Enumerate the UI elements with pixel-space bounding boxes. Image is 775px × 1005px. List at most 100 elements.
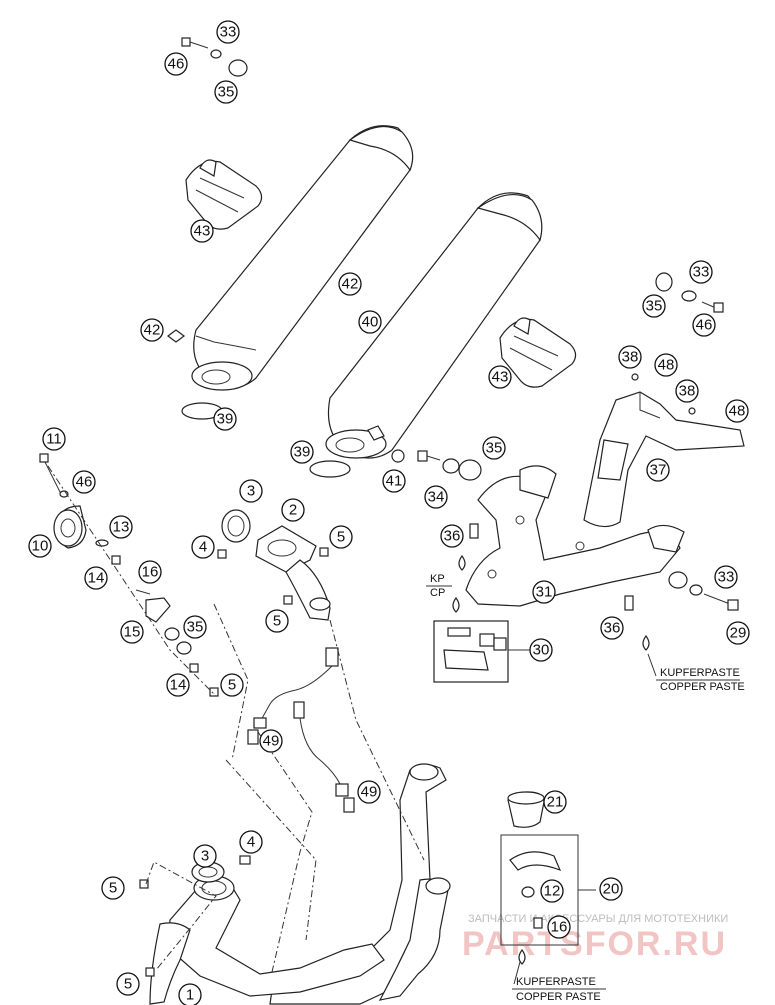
grommet-35-a xyxy=(228,59,248,77)
bolt-36-a xyxy=(469,523,479,539)
callout-5-a: 5 xyxy=(329,525,353,549)
callout-14-a: 14 xyxy=(84,566,108,590)
clamp-20 xyxy=(509,851,562,872)
callout-16-a: 16 xyxy=(138,560,162,584)
screw-38-a xyxy=(631,373,639,381)
svg-text:34: 34 xyxy=(428,489,445,506)
muffler-40 xyxy=(325,192,543,459)
svg-text:5: 5 xyxy=(109,880,117,897)
svg-text:35: 35 xyxy=(646,298,663,315)
svg-text:39: 39 xyxy=(294,444,311,461)
svg-text:46: 46 xyxy=(696,317,713,334)
callout-1: 1 xyxy=(178,983,202,1005)
svg-text:48: 48 xyxy=(658,357,675,374)
washer-33-b xyxy=(681,290,697,302)
callout-35-b: 35 xyxy=(642,294,666,318)
callout-39-a: 39 xyxy=(213,407,237,431)
note-copper-paste-b: COPPER PASTE xyxy=(516,991,601,1003)
callout-38-b: 38 xyxy=(675,379,699,403)
flange-2 xyxy=(255,525,331,621)
svg-text:42: 42 xyxy=(144,322,161,339)
svg-text:33: 33 xyxy=(718,569,735,586)
svg-text:4: 4 xyxy=(247,834,255,851)
bolt-11-head xyxy=(39,453,49,463)
callout-12: 12 xyxy=(540,879,564,903)
svg-text:39: 39 xyxy=(217,411,234,428)
bolt-34 xyxy=(417,450,441,462)
gasket-39-b xyxy=(309,460,351,478)
svg-text:43: 43 xyxy=(194,223,211,240)
svg-text:35: 35 xyxy=(187,619,204,636)
svg-text:43: 43 xyxy=(492,369,509,386)
callout-46-b: 46 xyxy=(692,313,716,337)
callout-43-a: 43 xyxy=(190,219,214,243)
callout-33-b: 33 xyxy=(689,260,713,284)
callout-33-c: 33 xyxy=(714,565,738,589)
stud-4-b xyxy=(239,855,251,865)
callout-2: 2 xyxy=(281,498,305,522)
svg-text:37: 37 xyxy=(650,462,667,479)
svg-text:35: 35 xyxy=(486,440,503,457)
nut-14-a xyxy=(111,555,121,565)
callout-21: 21 xyxy=(543,790,567,814)
svg-text:35: 35 xyxy=(218,84,235,101)
header-pipes-1 xyxy=(149,763,451,1005)
svg-text:14: 14 xyxy=(88,570,105,587)
bolt-11 xyxy=(43,459,63,497)
watermark-caption: ЗАПЧАСТИ И АКСЕССУАРЫ ДЛЯ МОТОТЕХНИКИ xyxy=(468,913,728,925)
callout-36-a: 36 xyxy=(440,524,464,548)
svg-text:16: 16 xyxy=(142,564,159,581)
callout-35-d: 35 xyxy=(183,615,207,639)
nut-14-b xyxy=(189,663,199,673)
nut-5-d xyxy=(139,879,149,889)
svg-text:4: 4 xyxy=(199,539,207,556)
callout-13: 13 xyxy=(109,515,133,539)
bolt-16-a xyxy=(135,589,151,595)
note-copper-paste-a: COPPER PASTE xyxy=(660,681,745,693)
paste-drop-c xyxy=(642,634,650,651)
svg-text:48: 48 xyxy=(729,403,746,420)
note-cp: CP xyxy=(430,587,445,599)
callout-3-b: 3 xyxy=(193,844,217,868)
svg-text:5: 5 xyxy=(273,613,281,630)
grommet-35-c xyxy=(458,459,482,481)
nut-5-a xyxy=(319,547,329,557)
callout-5-d: 5 xyxy=(101,876,125,900)
nut-5-e xyxy=(145,967,155,977)
paste-drop-b xyxy=(452,596,460,613)
callout-14-b: 14 xyxy=(166,673,190,697)
bolt-46-a xyxy=(181,37,209,49)
svg-text:42: 42 xyxy=(342,276,359,293)
callout-16-b: 16 xyxy=(547,915,571,939)
washer-33-a xyxy=(210,49,222,59)
callout-4-b: 4 xyxy=(239,830,263,854)
grommet-35-b xyxy=(655,272,673,292)
callout-36-b: 36 xyxy=(600,616,624,640)
svg-text:10: 10 xyxy=(32,538,49,555)
o2-sensor-49-a xyxy=(247,647,339,745)
svg-text:11: 11 xyxy=(46,431,62,448)
svg-text:3: 3 xyxy=(247,483,255,500)
o2-sensor-49-b xyxy=(293,701,355,813)
svg-text:1: 1 xyxy=(186,987,194,1004)
bolt-29-shaft xyxy=(703,593,731,605)
svg-text:40: 40 xyxy=(362,314,379,331)
bolt-46-b xyxy=(701,301,724,313)
nut-42-b xyxy=(391,449,405,463)
callout-46-a: 46 xyxy=(164,52,188,76)
svg-text:29: 29 xyxy=(730,625,747,642)
svg-text:46: 46 xyxy=(76,474,93,491)
svg-text:46: 46 xyxy=(168,56,185,73)
grommet-35-f xyxy=(176,641,192,655)
callout-48-a: 48 xyxy=(654,353,678,377)
svg-text:38: 38 xyxy=(679,383,696,400)
callout-20: 20 xyxy=(599,877,623,901)
paste-drop-a xyxy=(458,554,466,571)
svg-text:5: 5 xyxy=(337,529,345,546)
callout-37: 37 xyxy=(646,458,670,482)
svg-text:31: 31 xyxy=(536,584,553,601)
callout-40: 40 xyxy=(358,310,382,334)
callout-48-b: 48 xyxy=(725,399,749,423)
svg-text:2: 2 xyxy=(289,502,297,519)
callout-43-b: 43 xyxy=(488,365,512,389)
